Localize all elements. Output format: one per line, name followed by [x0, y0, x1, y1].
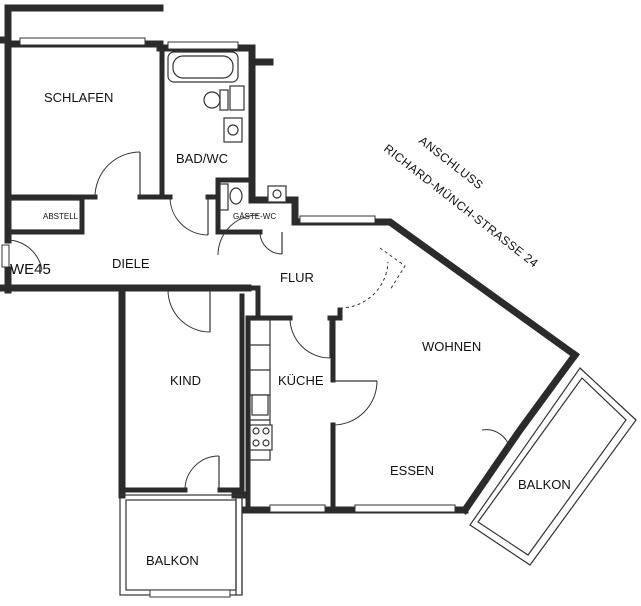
room-label-essen: ESSEN	[390, 463, 434, 478]
room-label-flur: FLUR	[280, 270, 314, 285]
room-label-kind: KIND	[170, 373, 201, 388]
toilet-icon	[203, 89, 229, 111]
outer-walls	[0, 4, 580, 515]
room-labels: SCHLAFEN BAD/WC ABSTELL GÄSTE-WC DIELE F…	[10, 90, 571, 568]
sink-icon	[223, 117, 243, 143]
bath-cabinet-icon	[229, 85, 245, 111]
room-label-kueche: KÜCHE	[278, 373, 324, 388]
room-label-abstell: ABSTELL	[43, 212, 79, 221]
balcony-bottom	[119, 494, 243, 596]
doors	[7, 151, 511, 491]
unit-label: WE45	[10, 261, 51, 278]
sink-kitchen-icon	[251, 394, 269, 416]
stove-icon	[249, 424, 273, 451]
room-label-bad-wc: BAD/WC	[176, 151, 228, 166]
room-label-gaeste-wc: GÄSTE-WC	[233, 212, 276, 221]
guest-sink-icon	[267, 185, 287, 203]
windows	[1, 37, 456, 598]
inner-walls	[7, 45, 343, 513]
bathtub-icon	[167, 51, 239, 83]
room-label-schlafen: SCHLAFEN	[44, 90, 113, 105]
room-label-balkon-right: BALKON	[518, 477, 571, 492]
guest-toilet-icon	[219, 183, 243, 211]
room-label-wohnen: WOHNEN	[422, 339, 481, 354]
balcony-right	[469, 367, 637, 566]
room-label-diele: DIELE	[112, 256, 150, 271]
room-label-balkon-bottom: BALKON	[146, 553, 199, 568]
access-annotation: ANSCHLUSS RICHARD-MÜNCH-STRASSE 24	[381, 133, 541, 270]
